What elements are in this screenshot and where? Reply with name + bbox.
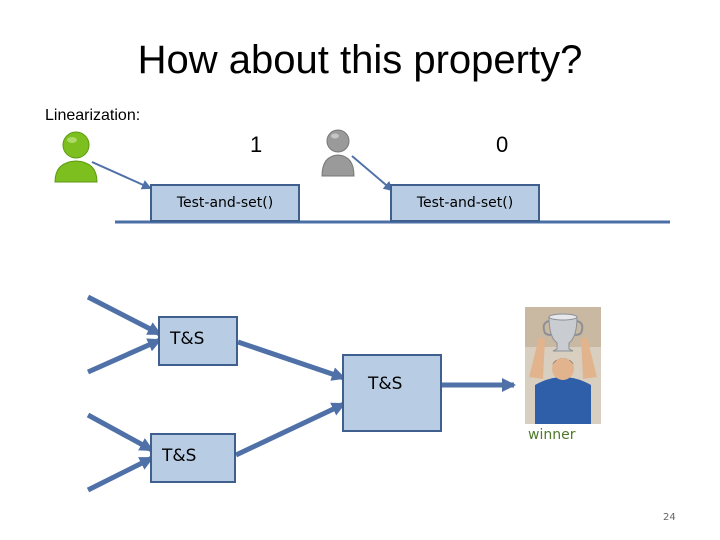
operation-box-1: Test-and-set() [150, 184, 300, 222]
return-value-2: 0 [496, 132, 509, 157]
input-arrow-bottom-lower [86, 455, 154, 493]
user-1-arrow [91, 161, 152, 190]
input-arrow-top-upper [86, 294, 162, 337]
return-value-1: 1 [250, 132, 263, 157]
operation-label-2: Test-and-set() [416, 195, 514, 211]
user-green-icon [54, 131, 98, 183]
ts-node-top-label: T&S [170, 329, 205, 349]
operation-box-2: Test-and-set() [390, 184, 540, 222]
winner-photo [525, 307, 601, 424]
slide-title: How about this property? [137, 38, 583, 82]
ts-node-top: T&S [158, 316, 238, 366]
user-2-arrow [351, 155, 394, 192]
ts-node-final: T&S [342, 354, 442, 432]
input-arrow-top-lower [86, 337, 162, 375]
page-number: 24 [663, 512, 676, 523]
input-arrow-bottom-upper [86, 412, 154, 453]
ts-node-final-label: T&S [368, 374, 403, 394]
ts-node-bottom: T&S [150, 433, 236, 483]
linearization-label: Linearization: [45, 107, 141, 124]
operation-label-1: Test-and-set() [176, 195, 274, 211]
arrow-bottom-to-mid [234, 401, 346, 458]
ts-node-bottom-label: T&S [162, 446, 197, 466]
user-gray-icon [321, 129, 355, 177]
arrow-top-to-mid [237, 339, 346, 381]
winner-label: winner [528, 427, 576, 443]
